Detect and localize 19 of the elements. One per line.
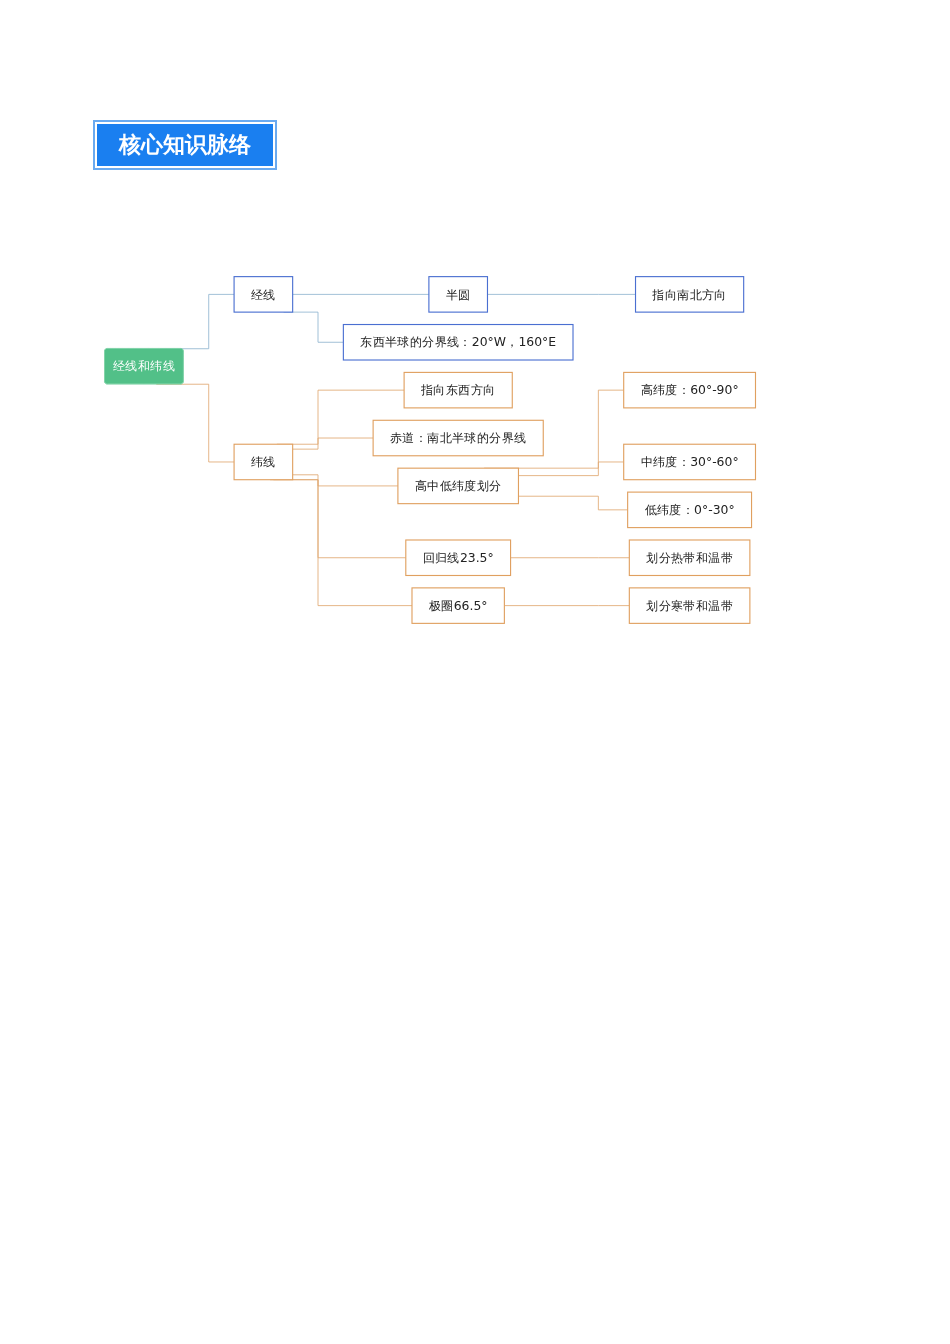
- node-box: 纬线: [233, 443, 294, 481]
- node-box: 经线: [233, 276, 294, 313]
- node-box: 高纬度：60°-90°: [623, 371, 757, 409]
- node-box: 指向东西方向: [403, 371, 513, 409]
- connector: [510, 557, 630, 559]
- node-box: 极圈66.5°: [411, 587, 505, 624]
- node-box: 赤道：南北半球的分界线: [372, 419, 544, 457]
- node-box: 划分寒带和温带: [628, 587, 751, 624]
- connector: [487, 293, 636, 295]
- node-box: 中纬度：30°-60°: [623, 443, 757, 481]
- title-banner: 核心知识脉络: [95, 122, 275, 168]
- node-box: 东西半球的分界线：20°W，160°E: [342, 323, 574, 361]
- node-box: 指向南北方向: [634, 276, 745, 313]
- node-box: 回归线23.5°: [405, 539, 512, 577]
- node-box: 高中低纬度划分: [397, 467, 520, 505]
- node-box: 低纬度：0°-30°: [627, 491, 753, 529]
- connector: [292, 437, 374, 450]
- node-box: 划分热带和温带: [628, 539, 751, 577]
- node-box: 半圆: [428, 276, 489, 313]
